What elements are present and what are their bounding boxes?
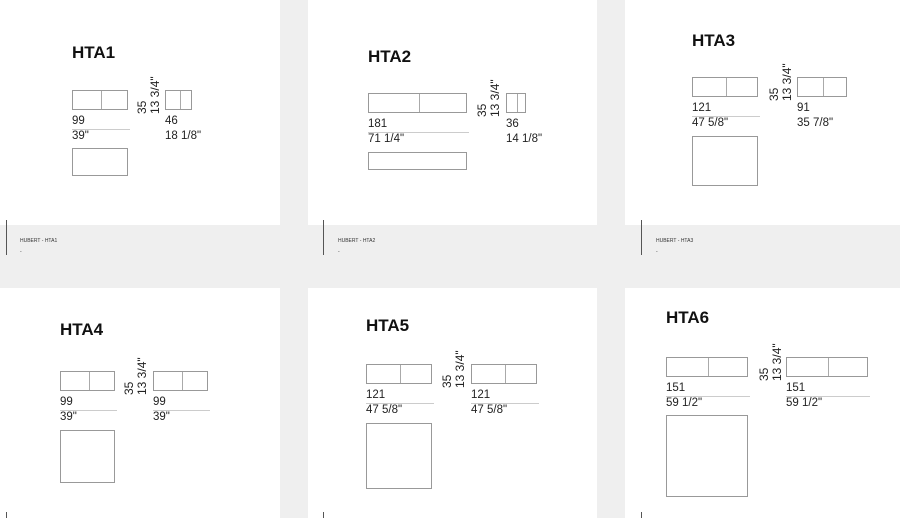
- side-width-in: 35 7/8": [797, 117, 834, 129]
- drawer-divider: [88, 372, 90, 390]
- page-panel: [308, 288, 597, 518]
- footer-label: HUBERT - HTA2: [338, 238, 376, 244]
- side-width-in: 14 1/8": [506, 133, 543, 145]
- side-width-in: 59 1/2": [786, 397, 823, 409]
- footer-rule: [323, 220, 324, 255]
- dimension-line: [786, 396, 870, 397]
- footer-rule: [323, 512, 324, 518]
- plan-view-drawing: [666, 415, 748, 497]
- height-in: 13 3/4": [148, 76, 162, 114]
- height-in: 13 3/4": [453, 350, 467, 388]
- drawer-divider: [828, 358, 829, 376]
- dimension-line: [72, 129, 130, 130]
- dimension-line: [366, 403, 434, 404]
- drawer-divider: [708, 358, 709, 376]
- front-width-cm: 121: [692, 102, 712, 114]
- plan-view-drawing: [72, 148, 128, 176]
- height-cm: 35: [135, 100, 149, 114]
- side-view-drawing: [153, 371, 208, 391]
- front-view-drawing: [666, 357, 748, 377]
- height-in: 13 3/4": [488, 79, 502, 117]
- front-view-drawing: [366, 364, 432, 384]
- footer-rule: [6, 512, 7, 518]
- footer-sublabel: -: [656, 249, 658, 255]
- model-title: HTA2: [368, 47, 412, 66]
- page-panel: [0, 0, 280, 225]
- front-view-drawing: [60, 371, 115, 391]
- footer-label: HUBERT - HTA3: [656, 238, 694, 244]
- front-width-in: 39": [72, 130, 89, 142]
- side-view-drawing: [165, 90, 192, 110]
- page-panel: [0, 288, 280, 518]
- height-cm: 35: [767, 87, 781, 101]
- drawer-divider: [505, 365, 506, 383]
- front-width-in: 47 5/8": [366, 404, 403, 416]
- footer-sublabel: -: [20, 249, 22, 255]
- front-width-cm: 151: [666, 382, 686, 394]
- dimension-line: [368, 132, 469, 133]
- model-title: HTA3: [692, 31, 736, 50]
- side-width-cm: 91: [797, 102, 810, 114]
- front-width-cm: 121: [366, 389, 386, 401]
- front-width-in: 71 1/4": [368, 133, 405, 145]
- plan-view-drawing: [60, 430, 115, 483]
- side-width-in: 39": [153, 411, 170, 423]
- model-title: HTA5: [366, 316, 410, 335]
- side-width-in: 18 1/8": [165, 130, 202, 142]
- front-width-in: 47 5/8": [692, 117, 729, 129]
- side-width-cm: 121: [471, 389, 491, 401]
- side-view-drawing: [786, 357, 868, 377]
- dimension-line: [471, 403, 539, 404]
- front-width-cm: 99: [72, 115, 85, 127]
- height-cm: 35: [122, 381, 136, 395]
- drawer-divider: [517, 94, 518, 112]
- page-panel: [625, 0, 900, 225]
- drawer-divider: [101, 91, 102, 109]
- drawer-divider: [181, 372, 183, 390]
- dimension-line: [666, 396, 750, 397]
- side-view-drawing: [471, 364, 537, 384]
- drawer-divider: [400, 365, 401, 383]
- dimension-line: [153, 410, 210, 411]
- front-view-drawing: [368, 93, 467, 113]
- height-cm: 35: [440, 374, 454, 388]
- front-width-cm: 99: [60, 396, 73, 408]
- drawer-divider: [726, 78, 727, 96]
- height-cm: 35: [475, 103, 489, 117]
- footer-rule: [641, 220, 642, 255]
- height-in: 13 3/4": [780, 63, 794, 101]
- side-view-drawing: [797, 77, 847, 97]
- front-view-drawing: [692, 77, 758, 97]
- footer-sublabel: -: [338, 249, 340, 255]
- model-title: HTA1: [72, 43, 116, 62]
- side-width-in: 47 5/8": [471, 404, 508, 416]
- model-title: HTA4: [60, 320, 104, 339]
- footer-label: HUBERT - HTA1: [20, 238, 58, 244]
- dimension-line: [60, 410, 117, 411]
- front-width-cm: 181: [368, 118, 388, 130]
- front-width-in: 59 1/2": [666, 397, 703, 409]
- dimension-line: [692, 116, 760, 117]
- plan-view-drawing: [368, 152, 467, 170]
- height-cm: 35: [757, 367, 771, 381]
- side-width-cm: 151: [786, 382, 806, 394]
- footer-rule: [6, 220, 7, 255]
- front-width-in: 39": [60, 411, 77, 423]
- side-width-cm: 36: [506, 118, 519, 130]
- drawer-divider: [179, 91, 181, 109]
- model-title: HTA6: [666, 308, 710, 327]
- height-in: 13 3/4": [770, 343, 784, 381]
- plan-view-drawing: [366, 423, 432, 489]
- side-width-cm: 99: [153, 396, 166, 408]
- height-in: 13 3/4": [135, 357, 149, 395]
- front-view-drawing: [72, 90, 128, 110]
- drawer-divider: [823, 78, 824, 96]
- plan-view-drawing: [692, 136, 758, 186]
- drawer-divider: [418, 94, 420, 112]
- side-width-cm: 46: [165, 115, 178, 127]
- footer-rule: [641, 512, 642, 518]
- side-view-drawing: [506, 93, 526, 113]
